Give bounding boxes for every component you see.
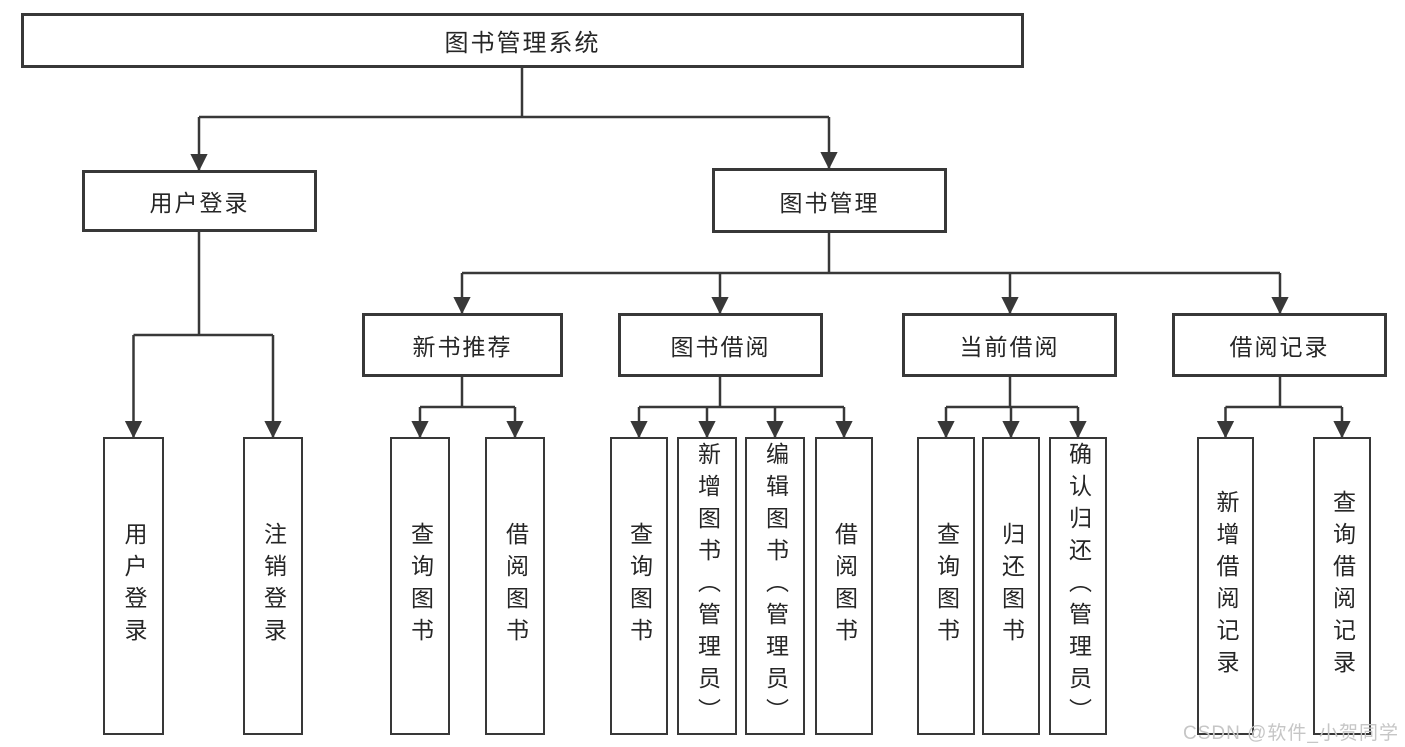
node-borrow-record: 借阅记录 bbox=[1172, 313, 1387, 377]
node-user-login: 用户登录 bbox=[82, 170, 317, 232]
leaf-borrow-books-recommend: 借阅图书 bbox=[485, 437, 545, 735]
node-book-borrow: 图书借阅 bbox=[618, 313, 823, 377]
node-book-management: 图书管理 bbox=[712, 168, 947, 233]
leaf-user-login: 用户登录 bbox=[103, 437, 164, 735]
leaf-edit-books-admin: 编辑图书（管理员） bbox=[745, 437, 805, 735]
node-library-management-system: 图书管理系统 bbox=[21, 13, 1024, 68]
leaf-logout-login: 注销登录 bbox=[243, 437, 303, 735]
node-current-borrow: 当前借阅 bbox=[902, 313, 1117, 377]
leaf-query-books-recommend: 查询图书 bbox=[390, 437, 450, 735]
leaf-add-books-admin: 新增图书（管理员） bbox=[677, 437, 737, 735]
leaf-add-borrow-record: 新增借阅记录 bbox=[1197, 437, 1254, 735]
leaf-borrow-books: 借阅图书 bbox=[815, 437, 873, 735]
leaf-query-books-borrow: 查询图书 bbox=[610, 437, 668, 735]
csdn-watermark: CSDN @软件_小贺同学 bbox=[1183, 723, 1399, 744]
leaf-query-borrow-record: 查询借阅记录 bbox=[1313, 437, 1371, 735]
leaf-confirm-return-admin: 确认归还（管理员） bbox=[1049, 437, 1107, 735]
leaf-query-books-current: 查询图书 bbox=[917, 437, 975, 735]
node-new-book-recommend: 新书推荐 bbox=[362, 313, 563, 377]
leaf-return-books: 归还图书 bbox=[982, 437, 1040, 735]
